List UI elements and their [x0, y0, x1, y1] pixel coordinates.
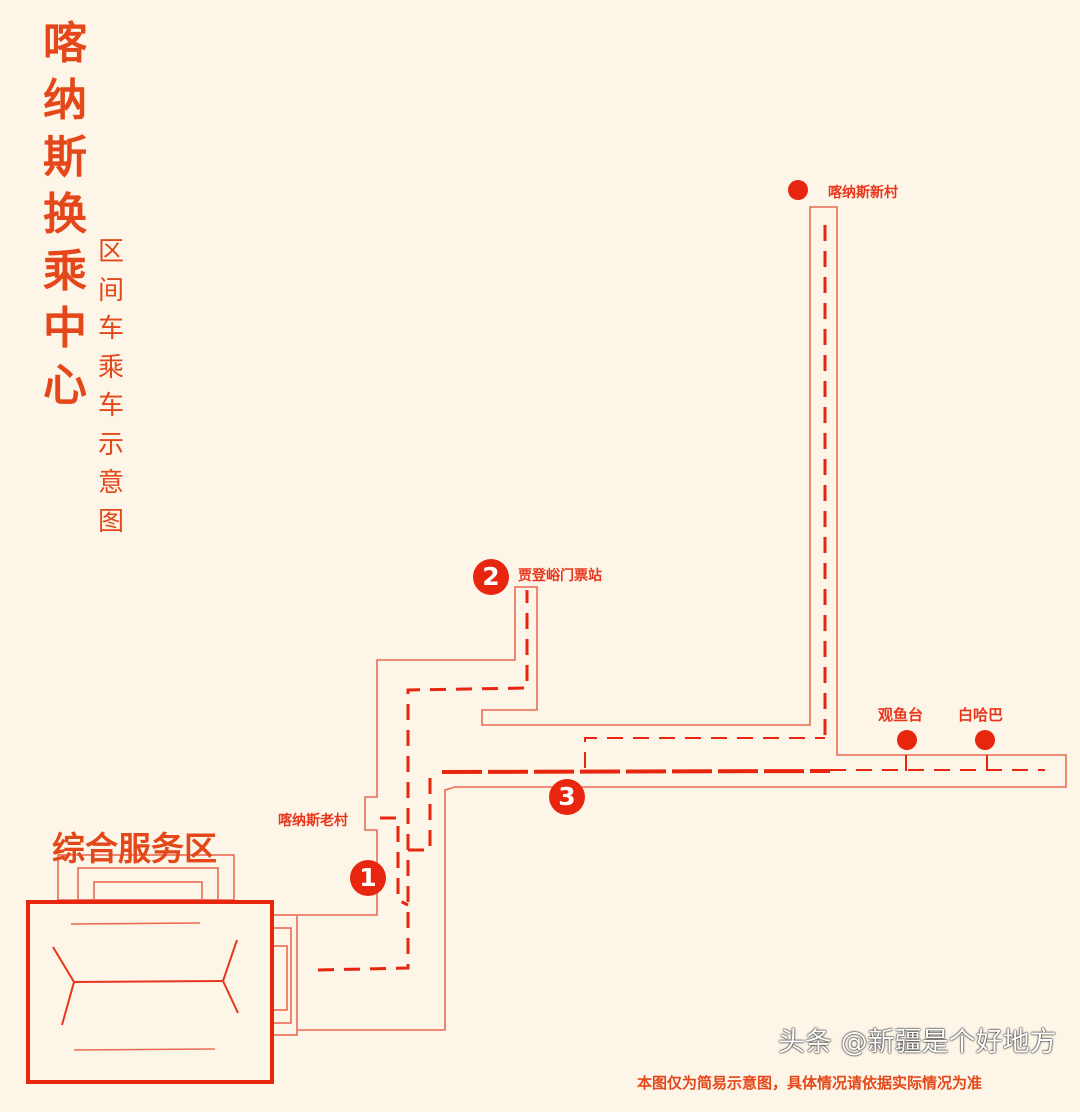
road-outline — [298, 206, 1067, 1031]
building-line — [70, 922, 201, 925]
service-mid-top — [77, 867, 219, 901]
service-side-1 — [271, 914, 298, 1036]
route-dashed — [380, 816, 409, 907]
stop-dot-icon — [788, 180, 808, 200]
route-dashed — [317, 590, 529, 972]
disclaimer-note: 本图仅为简易示意图，具体情况请依据实际情况为准 — [637, 1074, 983, 1092]
building-line — [73, 980, 223, 983]
map-title: 喀纳斯换乘中心 — [43, 18, 87, 411]
destination-label: 白哈巴 — [958, 706, 1004, 724]
service-building — [26, 900, 274, 1084]
service-inner-top — [93, 881, 203, 901]
building-line — [221, 939, 239, 1014]
service-area-label: 综合服务区 — [52, 829, 217, 868]
stop-dot-icon — [975, 730, 995, 750]
stop-badge: 1 — [350, 860, 386, 896]
service-side-3 — [271, 945, 288, 1011]
route-dashed — [584, 737, 825, 768]
stop-label: 贾登峪门票站 — [518, 568, 602, 584]
building-line — [52, 946, 76, 1026]
main-route — [441, 769, 831, 774]
building-line — [73, 1048, 216, 1051]
destination-label: 观鱼台 — [878, 706, 924, 724]
stop-label: 喀纳斯老村 — [278, 813, 348, 829]
stop-badge: 2 — [473, 559, 509, 595]
service-side-2 — [271, 927, 292, 1024]
route-dashed — [408, 773, 432, 852]
watermark: 头条 @新疆是个好地方 — [778, 1027, 1057, 1058]
destination-label: 喀纳斯新村 — [828, 185, 898, 201]
stop-badge: 3 — [549, 779, 585, 815]
stop-dot-icon — [897, 730, 917, 750]
map-subtitle: 区间车乘车示意图 — [97, 237, 124, 537]
